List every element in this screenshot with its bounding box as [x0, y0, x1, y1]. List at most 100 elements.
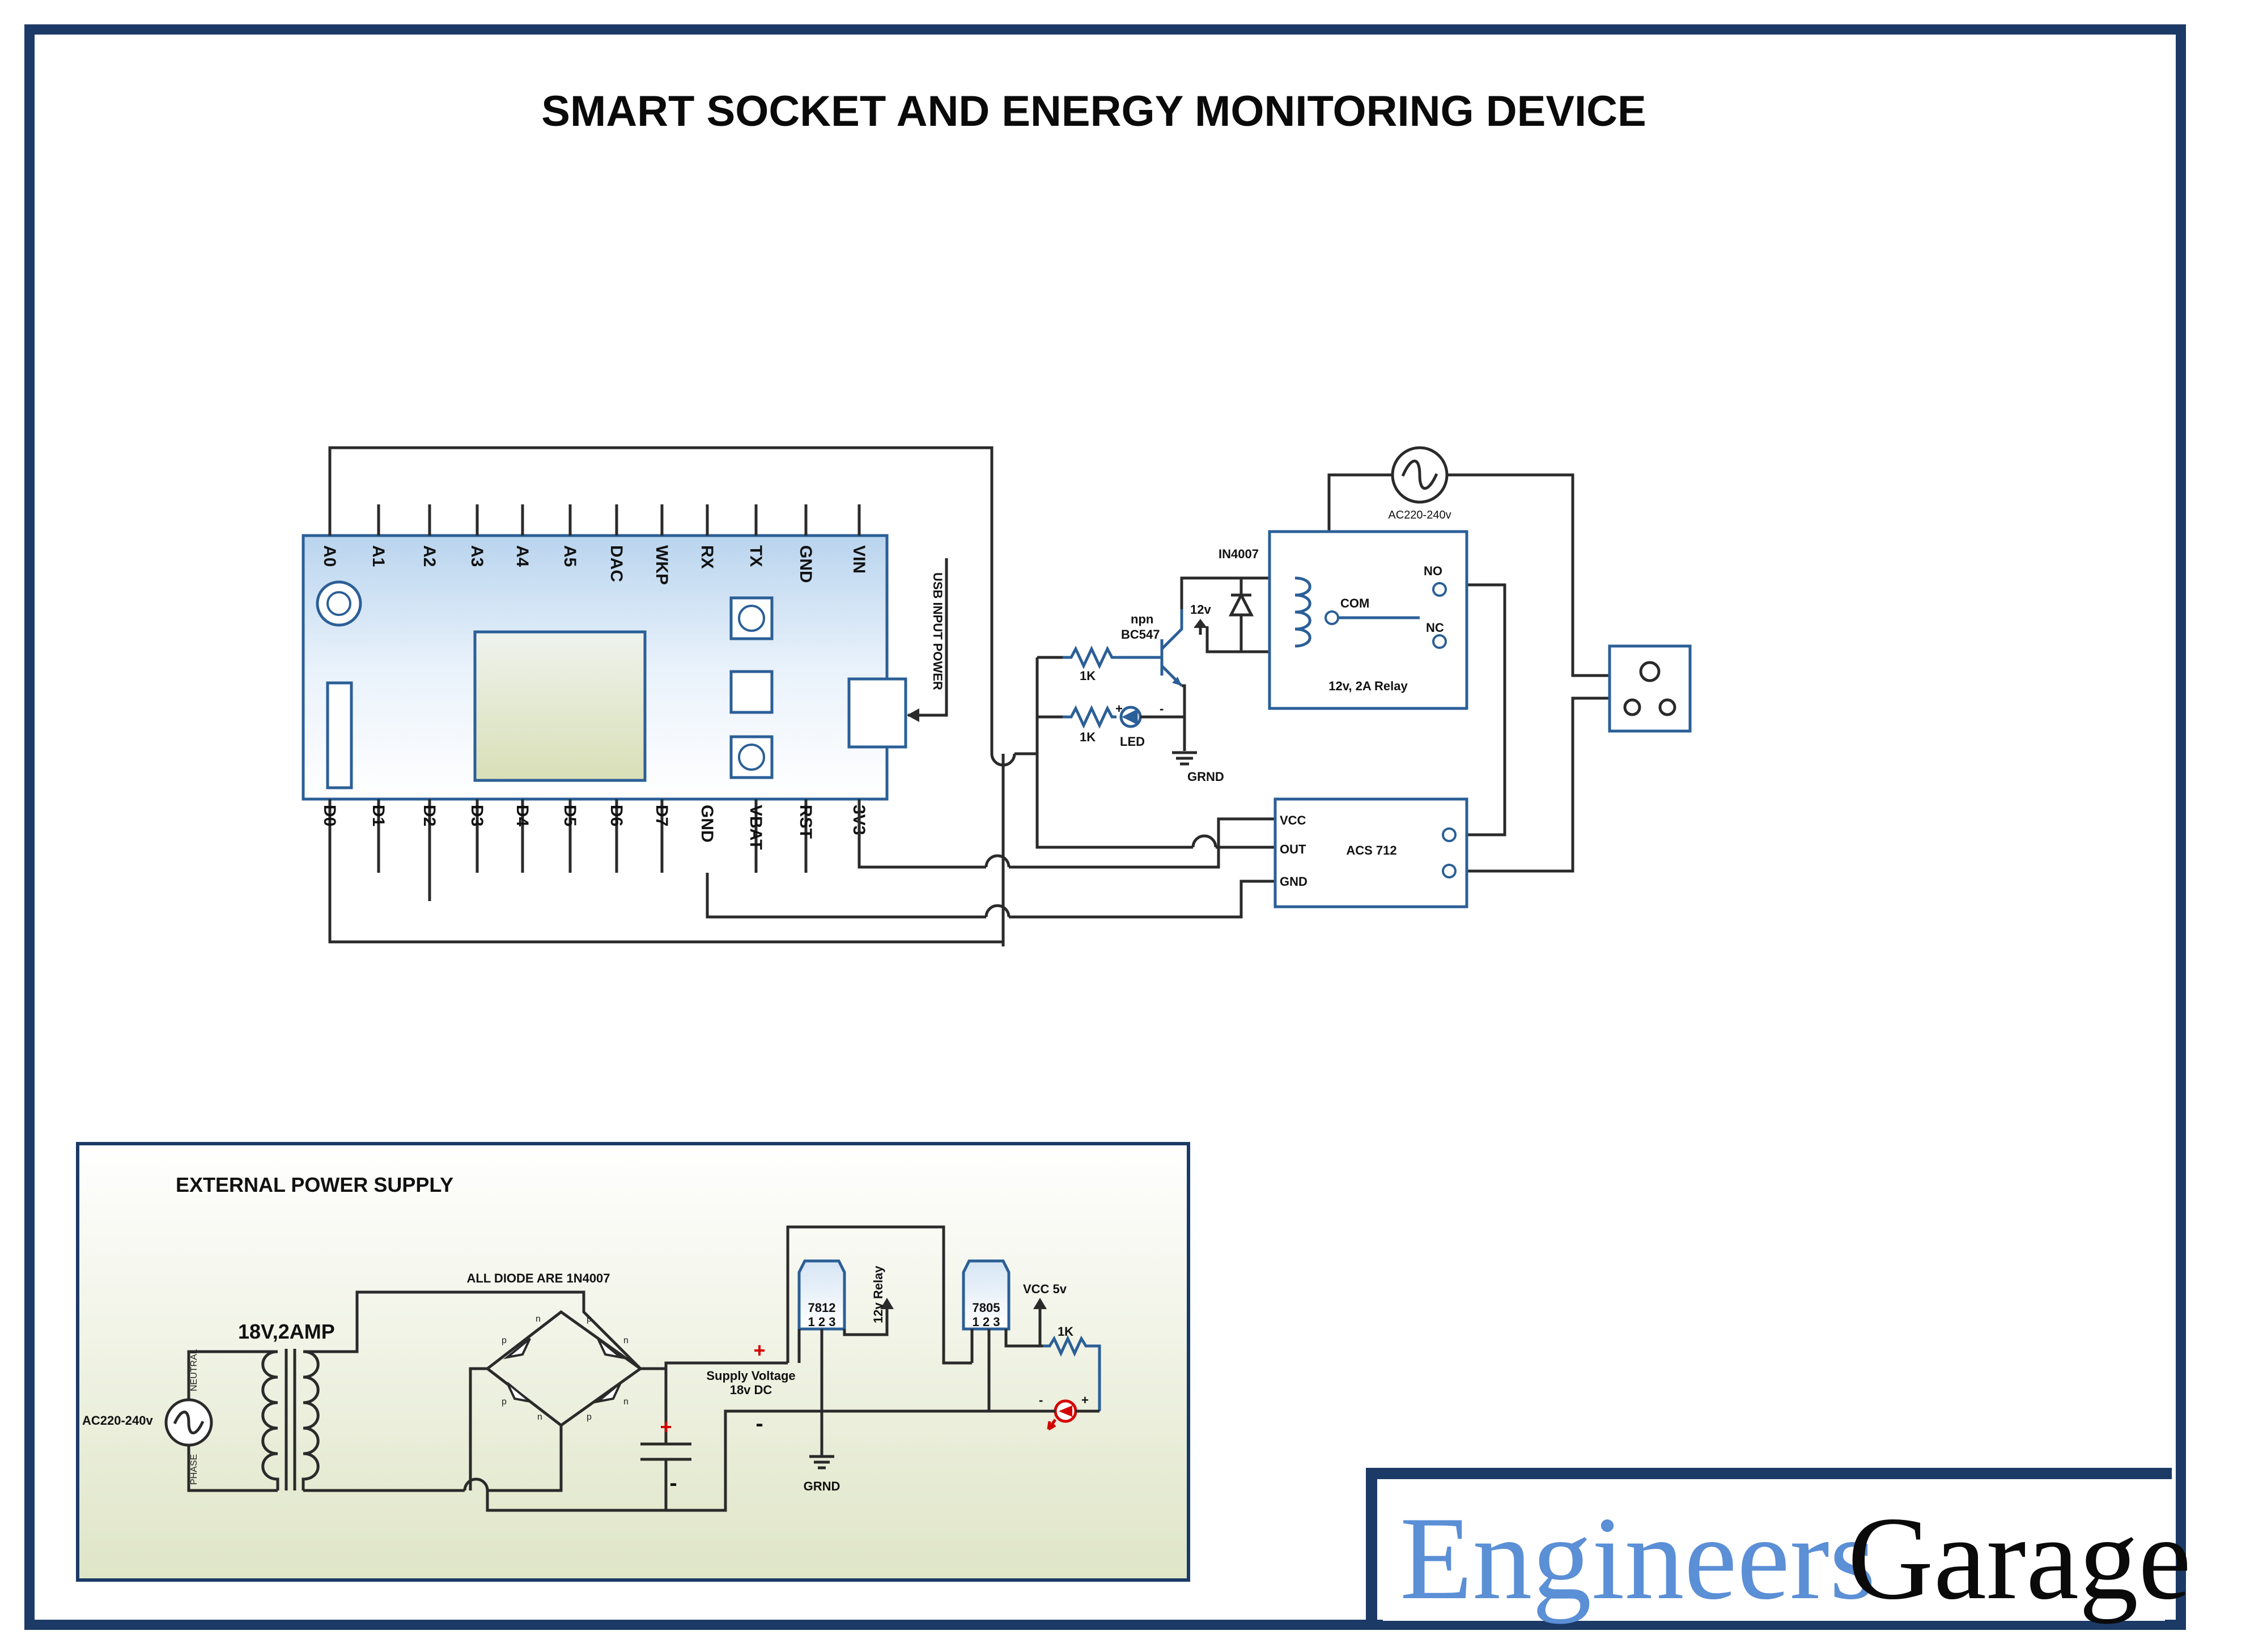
vcc-label: VCC 5v [1023, 1282, 1067, 1296]
psu-ground-icon [809, 1455, 834, 1470]
flyback-diode-icon [1228, 578, 1254, 652]
button-cap-icon [738, 605, 765, 632]
socket-hole-icon [1639, 661, 1661, 682]
reg1-pins: 1 2 3 [808, 1315, 836, 1329]
neutral-label: NEUTRAL [189, 1349, 199, 1391]
nc-terminal-icon [1432, 634, 1447, 649]
psu-led-minus: - [1039, 1393, 1043, 1407]
board-button-top [729, 596, 774, 640]
pin-label-rst: RST [796, 805, 815, 839]
pin-label-a5: A5 [561, 545, 579, 567]
pin-label-d6: D6 [607, 805, 626, 826]
capacitor-minus: - [669, 1471, 677, 1496]
psu-ground-label: GRND [804, 1479, 840, 1493]
mount-hole-inner-icon [326, 591, 351, 616]
pin-label-d0: D0 [320, 805, 339, 826]
transformer-primary-icon [261, 1350, 279, 1490]
diode-p-label: p [587, 1314, 592, 1324]
usb-port [847, 677, 907, 749]
psu-resistor [1043, 1335, 1101, 1411]
led-minus: - [1160, 702, 1164, 716]
pin-label-a2: A2 [420, 545, 439, 567]
supply-voltage-label: Supply Voltage [706, 1369, 795, 1383]
driver-ground-label: GRND [1187, 770, 1224, 784]
pin-label-d2: D2 [420, 805, 439, 826]
supply-12v-label: 12v [1190, 602, 1211, 617]
pin-label-dac: DAC [607, 545, 626, 582]
diode-icon [503, 1337, 531, 1360]
supply-plus: + [753, 1339, 765, 1362]
diode-label: IN4007 [1219, 547, 1259, 561]
sensor-terminal-icon [1442, 827, 1457, 842]
relay-module: COM NO NC 12v, 2A Relay [1268, 530, 1468, 710]
reg1-label: 7812 [808, 1301, 836, 1315]
transformer-label: 18V,2AMP [238, 1320, 335, 1343]
diode-p-label: p [587, 1412, 592, 1422]
pin-label-vbat: VBAT [746, 805, 765, 850]
diode-icon [593, 1382, 622, 1404]
transistor-arrow-icon [1172, 677, 1182, 686]
com-terminal-icon [1324, 610, 1339, 625]
sensor-gnd-label: GND [1280, 874, 1307, 889]
supply-arrow-icon [1194, 619, 1207, 628]
relay-rating-label: 12v, 2A Relay [1328, 679, 1408, 693]
pin-label-rx: RX [698, 545, 716, 569]
vcc-arrow-icon [1033, 1298, 1047, 1309]
psu-title: EXTERNAL POWER SUPPLY [176, 1173, 453, 1196]
external-power-supply: EXTERNAL POWER SUPPLY 18V,2AMP ALL DIODE… [76, 1142, 1190, 1582]
relay-com-label: COM [1340, 596, 1369, 610]
pin-label-d5: D5 [561, 805, 579, 826]
supply-minus: - [755, 1411, 763, 1436]
bottom-pin-leads [328, 799, 808, 901]
regulator-7805 [962, 1259, 1011, 1331]
diode-n-label: n [623, 1336, 629, 1345]
usb-arrow-icon [907, 708, 919, 722]
diode-note: ALL DIODE ARE 1N4007 [466, 1271, 610, 1285]
logo-garage: Garage [1848, 1493, 2191, 1624]
pin-label-wkp: WKP [652, 545, 671, 585]
transistor-icon [1151, 609, 1183, 687]
pin-label-d1: D1 [369, 805, 388, 826]
relay-supply-arrow-icon [880, 1298, 894, 1309]
socket-box [1608, 644, 1692, 733]
sensor-box [1273, 797, 1468, 908]
pin-label-a0: A0 [320, 545, 339, 567]
relay-coil-icon [1294, 576, 1311, 648]
sensor-name-label: ACS 712 [1346, 843, 1396, 857]
supply-dc-label: 18v DC [730, 1383, 772, 1397]
relay-box [1268, 530, 1468, 710]
psu-ac-label: AC220-240v [82, 1413, 154, 1428]
pin-label-tx: TX [746, 545, 765, 567]
relay-no-label: NO [1424, 564, 1442, 578]
transistor-label-model: BC547 [1121, 627, 1160, 642]
psu-led-plus: + [1081, 1393, 1089, 1407]
button-cap-icon [738, 744, 765, 771]
pin-label-gnd-bottom: GND [698, 805, 716, 843]
brand-logo: Engineers Garage [1366, 1468, 2191, 1626]
output-socket [1608, 644, 1692, 733]
relay-supply-label: 12v Relay [871, 1265, 885, 1323]
pin-label-vin: VIN [850, 545, 868, 574]
wiring [328, 446, 1610, 946]
resistor-1-label: 1K [1080, 669, 1096, 683]
reg2-pins: 1 2 3 [973, 1315, 1000, 1329]
socket-hole-icon [1658, 698, 1676, 716]
current-sensor: VCC OUT GND ACS 712 [1273, 797, 1468, 908]
resistor-2 [1063, 705, 1116, 729]
relay-nc-label: NC [1426, 621, 1444, 635]
psu-resistor-label: 1K [1058, 1324, 1073, 1339]
main-chip [473, 630, 647, 782]
transistor-label-npn: npn [1131, 612, 1153, 626]
pin-label-gnd-top: GND [796, 545, 815, 583]
top-pin-leads [328, 504, 861, 536]
sensor-vcc-label: VCC [1280, 813, 1306, 827]
socket-hole-icon [1623, 698, 1641, 716]
pin-label-a3: A3 [468, 545, 486, 567]
logo-engineers: Engineers [1400, 1493, 1876, 1624]
pin-label-d7: D7 [652, 805, 671, 826]
diode-icon [506, 1382, 534, 1404]
resistor-2-label: 1K [1080, 730, 1096, 744]
phase-label: PHASE [189, 1454, 199, 1485]
diode-p-label: p [502, 1397, 507, 1407]
transformer-secondary-icon [302, 1350, 320, 1490]
